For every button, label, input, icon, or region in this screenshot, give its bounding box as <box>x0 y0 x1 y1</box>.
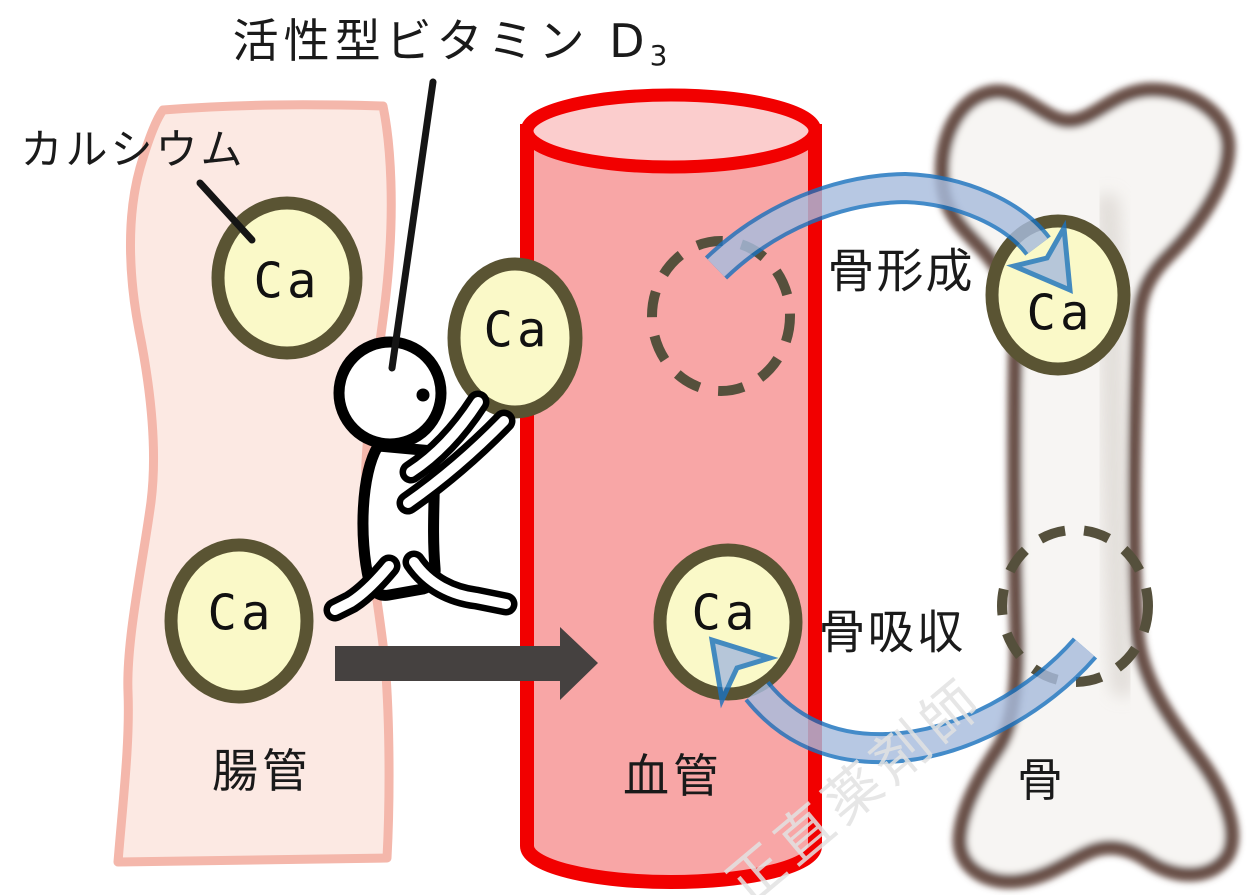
blood-vessel-label: 血管 <box>623 749 723 803</box>
ca-circle-held <box>447 257 583 419</box>
ca-text-vessel: Ca <box>691 584 759 642</box>
bone-resorption-arrow <box>708 636 1098 765</box>
intestine-label: 腸管 <box>212 744 312 798</box>
ca-text-bone: Ca <box>1026 284 1094 342</box>
vitamin-d-pointer-line <box>388 78 437 372</box>
bone-formation-arrow <box>704 171 1073 294</box>
person-figure <box>323 336 518 622</box>
calcium-pointer-line <box>196 179 256 244</box>
person-head <box>333 336 447 450</box>
ca-circle-intestine-bottom <box>164 538 314 704</box>
bone-label: 骨 <box>1017 753 1063 807</box>
ca-text-intestine-bottom: Ca <box>207 584 275 642</box>
vitamin-d-label: 活性型ビタミン D3 <box>233 18 668 70</box>
dashed-circle-vessel <box>647 236 795 396</box>
ca-circle-bone <box>985 214 1131 376</box>
person-eye <box>416 388 430 402</box>
dashed-circle-bone <box>997 525 1153 687</box>
calcium-label: カルシウム <box>20 125 246 174</box>
ca-text-intestine-top: Ca <box>253 252 321 310</box>
bone-resorption-label: 骨吸収 <box>818 605 966 661</box>
ca-text-held: Ca <box>483 301 551 359</box>
bone-formation-label: 骨形成 <box>827 244 975 300</box>
vitamin-d-label-text: 活性型ビタミン D <box>232 14 650 68</box>
vitamin-d-label-subscript: 3 <box>649 39 668 72</box>
absorption-arrow <box>335 627 598 700</box>
blood-vessel-top <box>520 88 822 174</box>
